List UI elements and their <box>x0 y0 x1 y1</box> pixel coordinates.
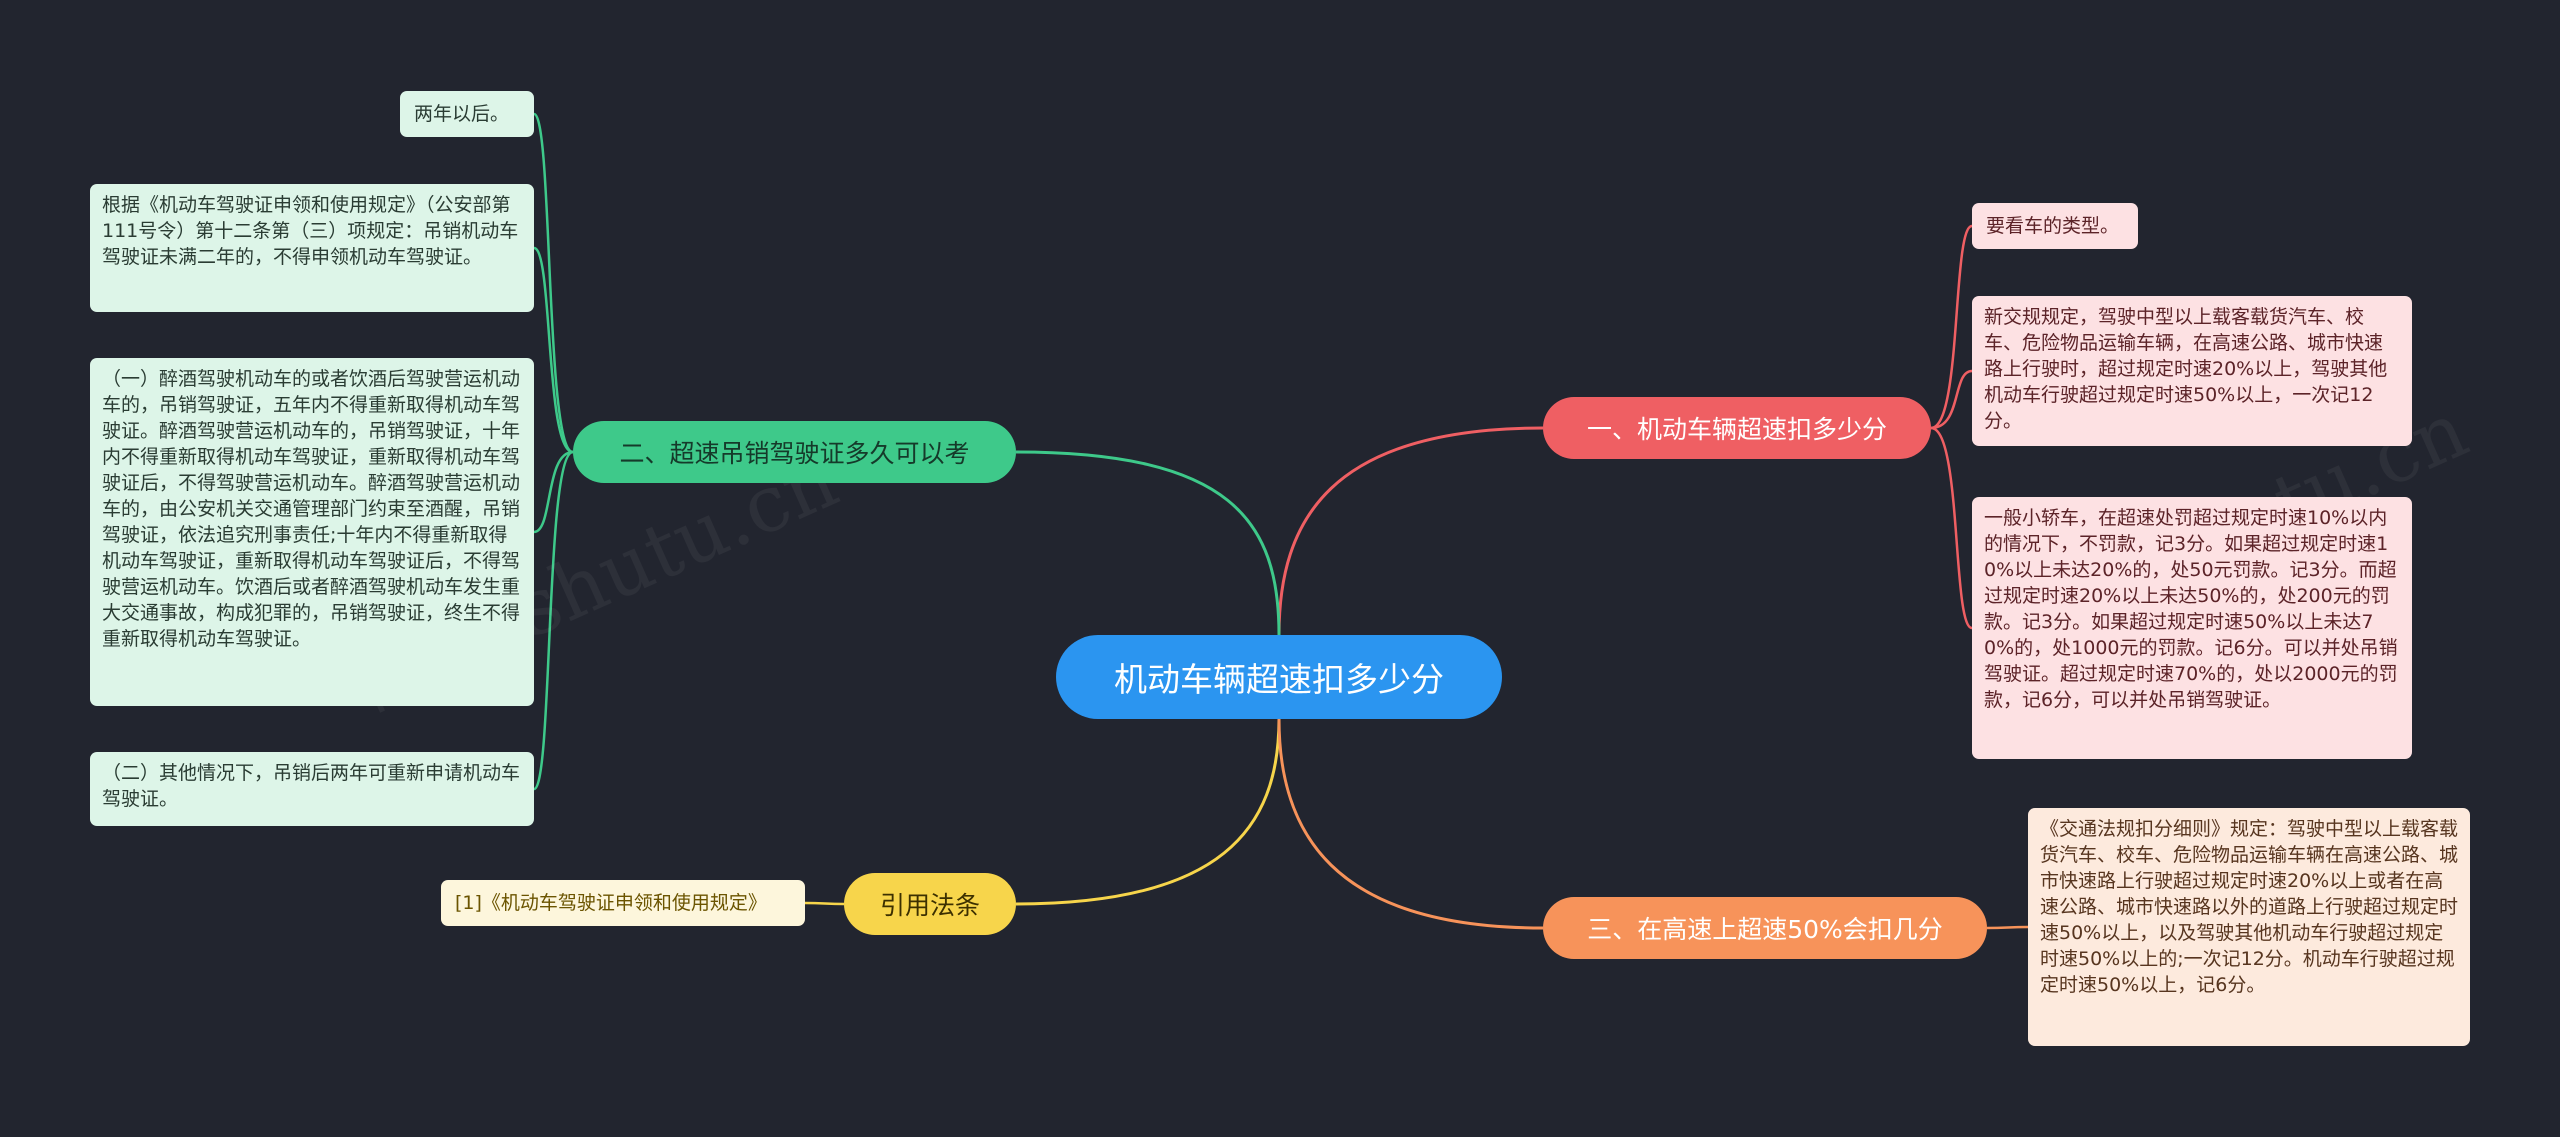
link-root-b2 <box>1015 450 1281 636</box>
leaf-cited-regulation[interactable]: [1]《机动车驾驶证申领和使用规定》 <box>441 880 805 926</box>
link-root-b4 <box>1277 718 1544 930</box>
leaf-drunk-driving-rules[interactable]: （一）醉酒驾驶机动车的或者饮酒后驾驶营运机动车的，吊销驾驶证，五年内不得重新取得… <box>90 358 534 706</box>
link-b4-leaf <box>1986 925 2029 930</box>
leaf-traffic-points-detail[interactable]: 《交通法规扣分细则》规定：驾驶中型以上载客载货汽车、校车、危险物品运输车辆在高速… <box>2028 808 2470 1046</box>
link-root-b3 <box>1015 718 1281 906</box>
link-b2-leaf <box>533 246 574 454</box>
link-b3-leaf <box>804 901 845 906</box>
root-topic[interactable]: 机动车辆超速扣多少分 <box>1056 635 1502 719</box>
leaf-new-rules-12-points[interactable]: 新交规规定，驾驶中型以上载客载货汽车、校车、危险物品运输车辆，在高速公路、城市快… <box>1972 296 2412 446</box>
link-b1-leaf <box>1930 426 1973 630</box>
branch-speeding-points[interactable]: 一、机动车辆超速扣多少分 <box>1543 397 1931 459</box>
leaf-other-cases[interactable]: （二）其他情况下，吊销后两年可重新申请机动车驾驶证。 <box>90 752 534 826</box>
branch-license-revoked-retest[interactable]: 二、超速吊销驾驶证多久可以考 <box>573 421 1016 483</box>
link-b1-leaf <box>1930 369 1973 430</box>
leaf-two-years-later[interactable]: 两年以后。 <box>400 91 534 137</box>
branch-cited-laws[interactable]: 引用法条 <box>844 873 1016 935</box>
leaf-vehicle-type[interactable]: 要看车的类型。 <box>1972 203 2138 249</box>
link-b2-leaf <box>533 450 574 534</box>
link-b2-leaf <box>532 450 574 791</box>
link-b2-leaf <box>532 112 574 454</box>
leaf-small-car-penalties[interactable]: 一般小轿车，在超速处罚超过规定时速10%以内的情况下，不罚款，记3分。如果超过规… <box>1972 497 2412 759</box>
branch-highway-50-percent[interactable]: 三、在高速上超速50%会扣几分 <box>1543 897 1987 959</box>
link-b1-leaf <box>1930 224 1973 430</box>
link-root-b1 <box>1277 426 1544 636</box>
leaf-regulation-article-12[interactable]: 根据《机动车驾驶证申领和使用规定》（公安部第111号令）第十二条第（三）项规定：… <box>90 184 534 312</box>
